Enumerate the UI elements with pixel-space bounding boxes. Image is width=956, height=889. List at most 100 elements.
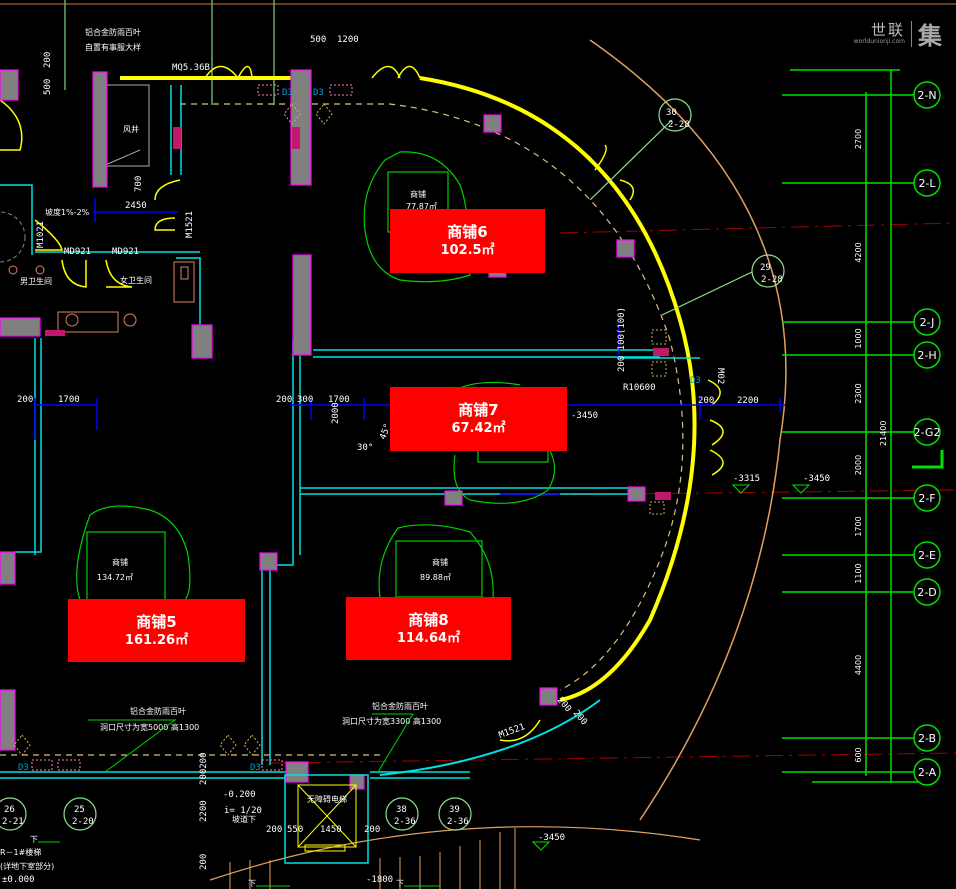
bubble-number: 25 bbox=[74, 805, 85, 815]
louver-note: 铝合金防雨百叶 bbox=[372, 701, 428, 711]
axis-dimension: 4400 bbox=[854, 655, 863, 675]
dim: 1200 bbox=[337, 35, 359, 45]
angle: 30° bbox=[357, 443, 373, 453]
door-code: M02 bbox=[715, 368, 725, 384]
shop-area: 67.42㎡ bbox=[451, 421, 506, 436]
lower-wall-arc bbox=[379, 699, 601, 776]
dim: 200 100(100) bbox=[617, 307, 627, 372]
dim: 2450 bbox=[125, 201, 147, 211]
axis-circle bbox=[913, 169, 941, 197]
axis-label: 2-H bbox=[917, 349, 936, 362]
axis-label: 2-N bbox=[917, 89, 936, 102]
tag-d3: D3 bbox=[250, 763, 261, 773]
toilet-fixtures bbox=[8, 261, 195, 333]
partition-walls bbox=[0, 85, 700, 779]
dim: 2000 bbox=[331, 402, 341, 424]
dim: 1700 bbox=[58, 395, 80, 405]
annotations: 铝合金防雨百叶 自置有事服大样 MQ5.36B 500 1200 200 500… bbox=[0, 27, 830, 888]
axis-circle bbox=[913, 724, 941, 752]
bubble-sheet: 2-21 bbox=[2, 817, 24, 827]
turning-circle bbox=[0, 211, 26, 263]
dim: 200 bbox=[698, 396, 714, 406]
reference-lines bbox=[269, 222, 956, 764]
axis-circle bbox=[913, 341, 941, 369]
elevation: -3450 bbox=[571, 411, 598, 421]
dim: 200 bbox=[17, 395, 33, 405]
axis-label: 2-F bbox=[918, 492, 935, 505]
shop-label-7[interactable]: 商铺7 67.42㎡ bbox=[390, 387, 567, 451]
axis-bubble-2-f: 2-F bbox=[782, 484, 941, 512]
elevation: -3450 bbox=[538, 833, 565, 843]
elevation: -0.200 bbox=[223, 790, 256, 800]
fire-hydrants bbox=[45, 127, 671, 500]
louver-note: 铝合金防雨百叶 bbox=[85, 27, 141, 37]
underlay-room-area: 134.72㎡ bbox=[97, 573, 133, 582]
louver-note: 铝合金防雨百叶 bbox=[130, 706, 186, 716]
detail-number: 29 bbox=[760, 263, 771, 273]
down-arrow-label: 下 bbox=[396, 879, 404, 888]
radius-label: R10600 bbox=[623, 383, 656, 393]
bubble-sheet: 2-36 bbox=[447, 817, 469, 827]
dim: 2200 bbox=[199, 800, 209, 822]
axis-label: 2-D bbox=[917, 586, 936, 599]
axis-bubble-2-n: 2-N bbox=[782, 81, 941, 109]
axis-bubble-2-h: 2-H bbox=[782, 341, 941, 369]
section-tags bbox=[13, 103, 667, 756]
detail-sheet: 2-28 bbox=[761, 275, 783, 285]
dim: 1450 bbox=[320, 825, 342, 835]
axis-bubble-2-e: 2-E bbox=[782, 541, 941, 569]
axis-bubble-2-g2: 2-G2 bbox=[782, 418, 941, 446]
dim: 200 bbox=[571, 709, 589, 728]
top-grid-lines bbox=[0, 0, 956, 105]
axis-label: 2-B bbox=[918, 732, 936, 745]
watermark-url: worldunionji.com bbox=[853, 37, 905, 45]
slope-note: 坡度1%-2% bbox=[45, 207, 90, 217]
axis-bubble-2-l: 2-L bbox=[782, 169, 941, 197]
axis-bubble-2-a: 2-A bbox=[782, 758, 941, 786]
louver-note: 洞口尺寸为宽5000 高1300 bbox=[100, 722, 199, 732]
axis-grid bbox=[790, 69, 944, 783]
watermark-mark: 集 bbox=[918, 22, 942, 50]
axis-label: 2-A bbox=[918, 766, 937, 779]
bubble-number: 38 bbox=[396, 805, 407, 815]
elevator bbox=[284, 774, 369, 864]
louver-note: 自置有事服大样 bbox=[85, 42, 141, 52]
axis-circle bbox=[913, 418, 941, 446]
axis-label: 2-L bbox=[918, 177, 936, 190]
structural-columns bbox=[0, 69, 646, 790]
underlay-room-name: 商铺 bbox=[432, 557, 448, 567]
axis-dimension: 1100 bbox=[854, 563, 863, 583]
shop-label-5[interactable]: 商铺5 161.26㎡ bbox=[68, 599, 245, 662]
detail-sheet: 2-28 bbox=[668, 120, 690, 130]
axis-bubble-2-d: 2-D bbox=[782, 578, 941, 606]
down-arrow-label: 下 bbox=[248, 879, 256, 888]
elevation: -1800 bbox=[366, 875, 393, 885]
room-label-shaft: 风井 bbox=[123, 124, 139, 134]
shop-label-8[interactable]: 商铺8 114.64㎡ bbox=[346, 597, 511, 660]
elevator-label: 无障碍电梯 bbox=[307, 794, 347, 804]
shop-area: 102.5㎡ bbox=[440, 243, 495, 258]
detail-number: 30 bbox=[666, 108, 677, 118]
bubble-number: 39 bbox=[449, 805, 460, 815]
axis-circle bbox=[913, 308, 941, 336]
shop-name: 商铺5 bbox=[136, 612, 177, 631]
shop-label-6[interactable]: 商铺6 102.5㎡ bbox=[390, 209, 545, 273]
axis-dimension: 2300 bbox=[854, 383, 863, 403]
down-arrow-label: 下 bbox=[30, 835, 38, 844]
dim: 1700 bbox=[328, 395, 350, 405]
equipment-tags bbox=[31, 84, 353, 771]
underlay-room-labels: 商铺 77.87㎡ 商铺 134.72㎡ 商铺 89.88㎡ bbox=[97, 189, 451, 582]
watermark-divider bbox=[911, 20, 912, 47]
room-label-mens-wc: 男卫生间 bbox=[20, 276, 52, 286]
stair-label: R－1#楼梯 bbox=[0, 847, 41, 857]
ramp-label: 坡道下 bbox=[232, 814, 256, 824]
axis-dimension: 600 bbox=[854, 747, 863, 762]
bubble-number: 26 bbox=[4, 805, 15, 815]
dim: 200 bbox=[43, 52, 53, 68]
slope-ratio: i= 1/20 bbox=[224, 806, 262, 816]
axis-label: 2-G2 bbox=[914, 426, 941, 439]
dim: 200 bbox=[266, 825, 282, 835]
elevation: ±0.000 bbox=[2, 875, 35, 885]
